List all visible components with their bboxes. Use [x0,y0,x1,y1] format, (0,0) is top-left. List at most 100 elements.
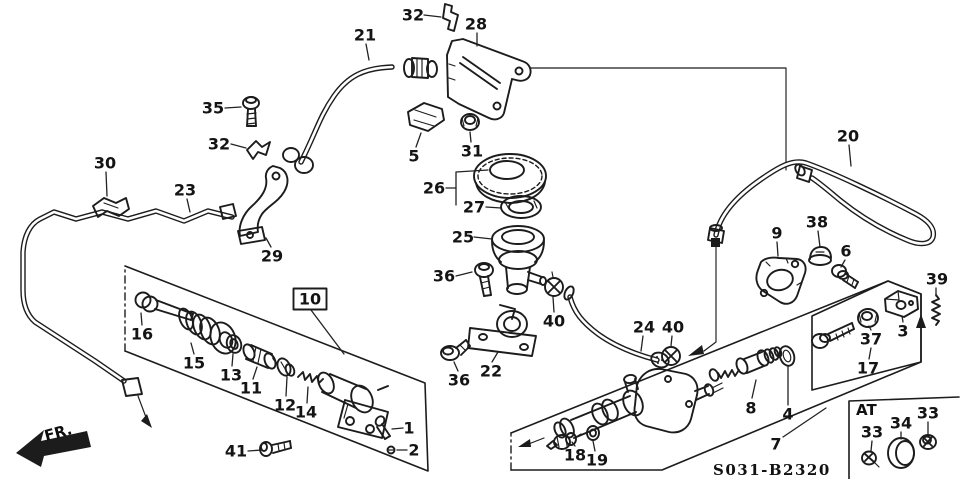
clutch-pipe-20 [707,159,937,247]
part-callout-40: 40 [662,318,684,337]
part-callout-19: 19 [586,451,608,470]
nut-37 [857,308,879,328]
callout-leader-14 [306,386,309,404]
hose-clip-32-top [442,3,459,32]
part-callout-32: 32 [208,135,230,154]
reservoir-25 [491,225,547,295]
hose-clip-40-left [544,271,564,297]
hose-clip-32-mid [246,140,271,160]
piston-11 [242,343,278,370]
master-cylinder-body [553,367,724,439]
part-callout-16: 16 [131,325,153,344]
reservoir-seal-27 [500,195,542,219]
damper-bracket-29 [219,165,289,245]
callout-leader-9 [776,241,779,257]
callout-leader-32 [230,143,247,149]
spring-39 [931,294,941,326]
callout-leader-30 [105,171,108,197]
part-callout-9: 9 [771,224,782,243]
part-callout-41: 41 [225,442,247,461]
part-callout-36: 36 [433,267,455,286]
callout-leader-29 [265,237,272,248]
bolt-35 [242,96,260,127]
callout-leader-6 [840,259,846,268]
bolt-36-lower [440,339,471,361]
part-callout-21: 21 [354,26,376,45]
part-callout-35: 35 [202,99,224,118]
pipe-clip-5 [407,102,445,132]
part-callout-32: 32 [402,6,424,25]
callout-leader-21 [365,43,370,61]
callout-leader-36 [455,271,473,277]
part-callout-11: 11 [240,379,262,398]
grommet-38 [808,246,832,266]
bracket-3 [884,290,919,318]
part-callout-8: 8 [745,399,756,418]
callout-leader-40 [552,296,555,313]
reservoir-cap-26 [473,153,547,204]
callout-leader-27 [485,206,502,209]
part-callout-28: 28 [465,15,487,34]
pedal-flange-9 [755,256,807,305]
slave-cylinder-box-10 [124,265,429,472]
connector-line-bracket-to-pipe20 [529,67,787,171]
cap-34 [887,437,915,469]
callout-leader-16 [140,312,143,326]
part-callout-17: 17 [857,359,879,378]
callout-leader-26 [455,169,489,206]
callout-leader-40 [670,335,673,347]
part-callout-25: 25 [452,228,474,247]
part-callout-24: 24 [633,318,655,337]
ring-19 [586,425,600,441]
part-callout-23: 23 [174,181,196,200]
bracket-kit-box-17 [811,280,922,391]
callout-leader-10 [310,309,345,355]
part-callout-20: 20 [837,127,859,146]
part-callout-6: 6 [840,242,851,261]
part-callout-2: 2 [408,441,419,460]
callout-leader-31 [469,131,472,143]
part-callout-22: 22 [480,362,502,381]
part-callout-33: 33 [861,423,883,442]
callout-leader-8 [751,379,757,399]
part-callout-39: 39 [926,270,948,289]
piston-kit-8 [708,346,783,382]
callout-leader-33 [870,440,873,452]
slave-cylinder-body [317,371,389,439]
snap-ring-4 [778,345,796,367]
banjo-bolt-16 [134,291,194,321]
clip-40-position-line [688,238,720,356]
callout-leader-19 [592,440,596,452]
part-callout-7: 7 [770,435,781,454]
callout-leader-18 [571,441,576,447]
callout-leader-41 [247,449,263,452]
part-callout-33: 33 [917,404,939,423]
callout-leader-1 [391,427,404,430]
part-callout-12: 12 [274,396,296,415]
part-callout-34: 34 [890,414,912,433]
callout-leader-5 [415,132,422,148]
callout-leader-25 [473,236,493,240]
bolt-36-upper [474,262,494,297]
part-callout-5: 5 [408,147,419,166]
nut-33-right [919,434,937,450]
callout-leader-7 [782,407,827,438]
pipe-clip-30 [92,197,130,218]
callout-leader-15 [190,342,195,355]
bolt-6 [831,264,859,289]
part-callout-26: 26 [423,179,445,198]
callout-leader-24 [640,335,644,352]
callout-leader-3 [901,315,904,323]
ring-13 [225,334,243,354]
mounting-bracket-28 [446,38,532,121]
boot-15 [178,307,237,355]
part-callout-36: 36 [448,371,470,390]
callout-leader-32 [423,14,442,18]
callout-leader-38 [817,230,821,248]
fr-direction-arrow: FR. [16,420,91,467]
bolt-33-left [861,450,880,468]
callout-leader-12 [285,376,288,397]
